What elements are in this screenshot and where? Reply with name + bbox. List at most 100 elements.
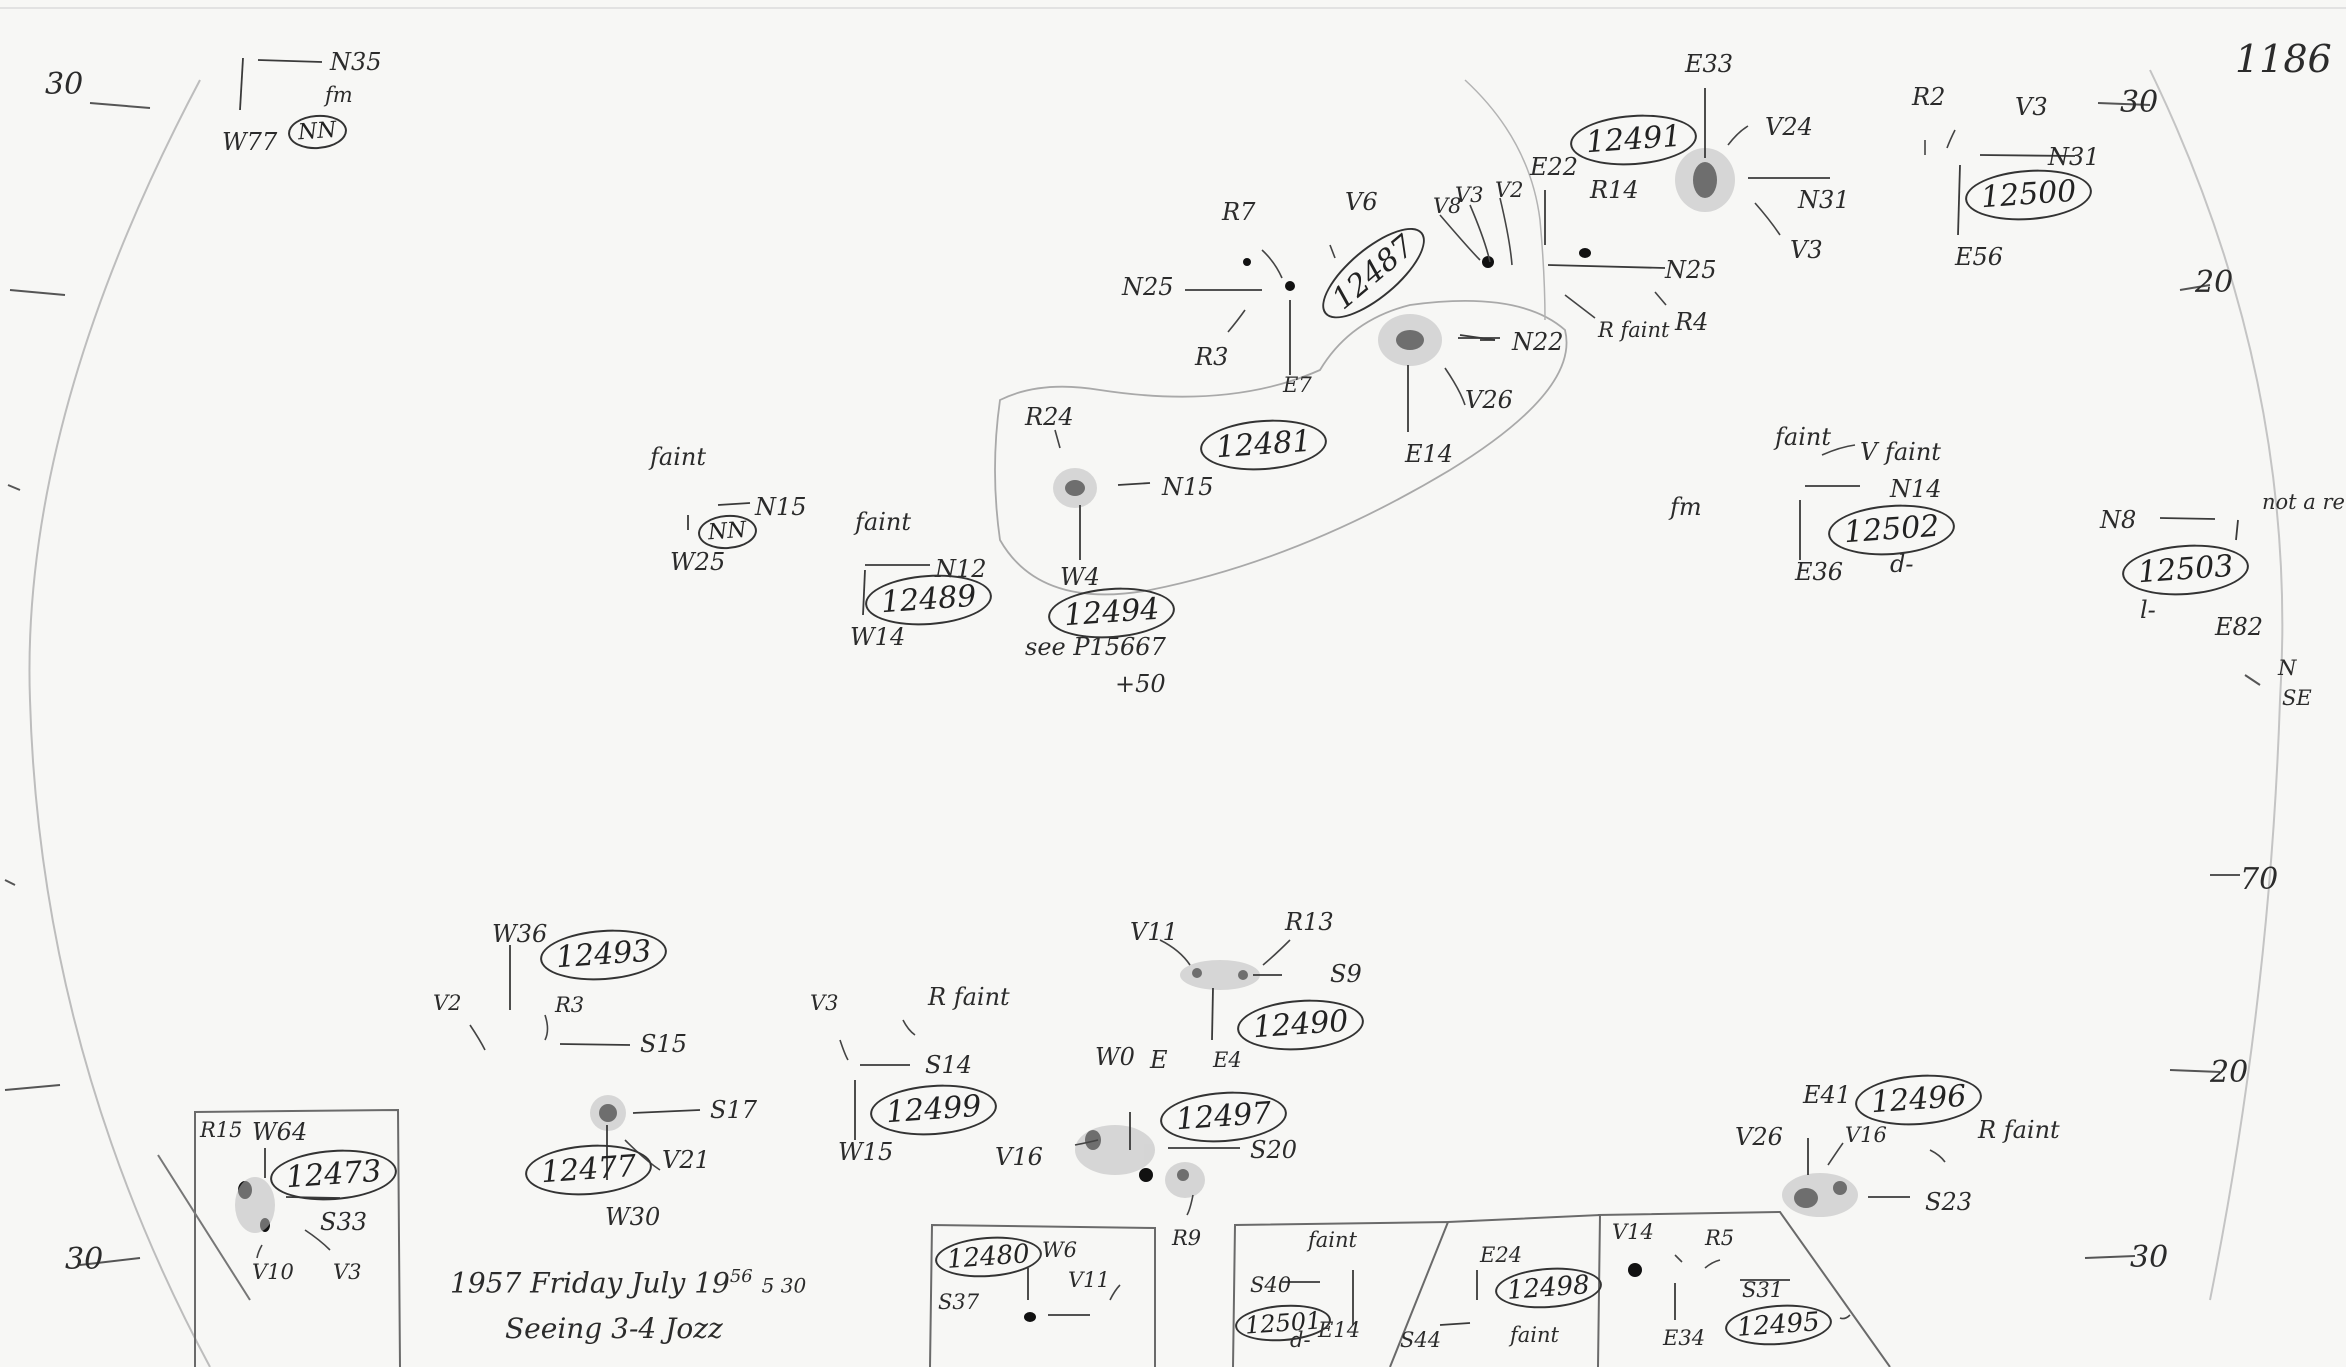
label-w6: W6 — [1042, 1238, 1077, 1262]
label-w0: W0 — [1095, 1043, 1135, 1071]
label-n25: N25 — [1122, 273, 1174, 301]
label-e56: E56 — [1955, 243, 2004, 271]
label-faint-e: faint — [1510, 1323, 1559, 1347]
label-e24: E24 — [1480, 1243, 1523, 1267]
label-s15: S15 — [640, 1030, 687, 1058]
label-plus-50: +50 — [1115, 670, 1166, 698]
scale-tick-right-3: 70 — [2240, 862, 2279, 897]
label-r24: R24 — [1025, 403, 1074, 431]
label-v26: V26 — [1465, 386, 1513, 414]
label-faint-c: faint — [1775, 423, 1831, 451]
label-v3-b: V3 — [1455, 183, 1484, 207]
label-v11: V11 — [1130, 918, 1178, 946]
label-s14: S14 — [925, 1051, 972, 1079]
label-e41: E41 — [1803, 1081, 1852, 1109]
label-r-faint-b: R faint — [928, 983, 1010, 1011]
label-se-small: SE — [2282, 686, 2312, 710]
label-r-faint-c: R faint — [1978, 1116, 2060, 1144]
label-r4: R4 — [1675, 308, 1709, 336]
scale-tick-right-1: 30 — [2120, 85, 2159, 120]
label-v21: V21 — [662, 1146, 710, 1174]
label-w4: W4 — [1060, 563, 1100, 591]
label-e14: E14 — [1405, 440, 1454, 468]
label-faint-a: faint — [650, 443, 706, 471]
region-outline — [994, 300, 1568, 596]
label-v-faint: V faint — [1860, 438, 1941, 466]
label-v3-d: V3 — [2015, 93, 2048, 121]
label-v3-c: V3 — [1790, 236, 1823, 264]
label-faint-b: faint — [855, 508, 911, 536]
label-v24: V24 — [1765, 113, 1813, 141]
label-r13: R13 — [1285, 908, 1334, 936]
label-s17: S17 — [710, 1096, 757, 1124]
label-n31: N31 — [2048, 143, 2100, 171]
label-s9: S9 — [1330, 960, 1362, 988]
label-s40: S40 — [1250, 1273, 1292, 1297]
label-n22: N22 — [1512, 328, 1564, 356]
label-v3-f: V3 — [333, 1260, 362, 1284]
label-w15: W15 — [838, 1138, 894, 1166]
page-number: 1186 — [2235, 37, 2332, 81]
penumbra-haze — [235, 148, 1858, 1233]
label-r5: R5 — [1705, 1226, 1735, 1250]
label-r-faint: R faint — [1598, 318, 1670, 342]
label-v6: V6 — [1345, 188, 1378, 216]
label-w30: W30 — [605, 1203, 661, 1231]
disk-outline — [28, 79, 211, 1367]
label-s33: S33 — [320, 1208, 367, 1236]
label-n15: N15 — [1162, 473, 1214, 501]
label-d-minus: d- — [1890, 550, 1914, 578]
label-r2: R2 — [1912, 83, 1946, 111]
label-w14: W14 — [850, 623, 906, 651]
label-n31-b: N31 — [1798, 186, 1850, 214]
label-not-a-return: not a return — [2262, 490, 2346, 514]
label-r7: R7 — [1222, 198, 1256, 226]
label-r3-b: R3 — [555, 993, 585, 1017]
label-fm: fm — [325, 83, 353, 107]
label-d-minus-b: d- — [1290, 1328, 1311, 1352]
label-n14: N14 — [1890, 475, 1942, 503]
label-v11-b: V11 — [1068, 1268, 1110, 1292]
label-e4: E4 — [1213, 1048, 1242, 1072]
diagonal-stroke — [157, 1154, 251, 1301]
seeing-note: Seeing 3-4 Jozz — [505, 1312, 723, 1345]
axis-lines — [239, 57, 2239, 1326]
label-v2-b: V2 — [433, 991, 462, 1015]
label-e: E — [1150, 1046, 1168, 1074]
label-v26-b: V26 — [1735, 1123, 1783, 1151]
leader-strokes — [256, 125, 1956, 1320]
label-r15: R15 — [200, 1118, 243, 1142]
label-l-minus: l- — [2140, 596, 2156, 624]
label-s23: S23 — [1925, 1188, 1972, 1216]
label-n12: N12 — [935, 555, 987, 583]
label-faint-d: faint — [1308, 1228, 1357, 1252]
region-curve — [1464, 79, 1546, 321]
label-v16-b: V16 — [1845, 1123, 1887, 1147]
label-v10: V10 — [252, 1260, 294, 1284]
label-s20: S20 — [1250, 1136, 1297, 1164]
scale-tick-left-bottom: 30 — [65, 1242, 104, 1277]
observation-date: 1957 Friday July 1956 5 30 — [450, 1268, 806, 1297]
label-n25-b: N25 — [1665, 256, 1717, 284]
label-s37: S37 — [938, 1290, 980, 1314]
label-n15-b: N15 — [755, 493, 807, 521]
scale-tick-right-4: 20 — [2210, 1055, 2249, 1090]
date-superscript: 56 — [729, 1266, 753, 1287]
label-r9: R9 — [1172, 1226, 1202, 1250]
date-line: 1957 Friday July 19 — [450, 1266, 730, 1300]
label-w64: W64 — [252, 1118, 308, 1146]
scale-tick-left-top: 30 — [45, 67, 84, 102]
label-n-small: N — [2278, 656, 2297, 680]
label-e22: E22 — [1530, 153, 1579, 181]
label-e14-b: E14 — [1318, 1318, 1361, 1342]
label-e7: E7 — [1283, 373, 1312, 397]
scale-tick-right-2: 20 — [2195, 265, 2234, 300]
label-v14: V14 — [1612, 1220, 1654, 1244]
label-s31: S31 — [1742, 1278, 1784, 1302]
label-v16: V16 — [995, 1143, 1043, 1171]
bottom-boxes — [194, 1108, 1891, 1367]
label-v8: V8 — [1433, 194, 1462, 218]
label-w25: W25 — [670, 548, 726, 576]
label-fm-b: fm — [1670, 493, 1702, 521]
label-see-p15667: see P15667 — [1025, 633, 1166, 661]
